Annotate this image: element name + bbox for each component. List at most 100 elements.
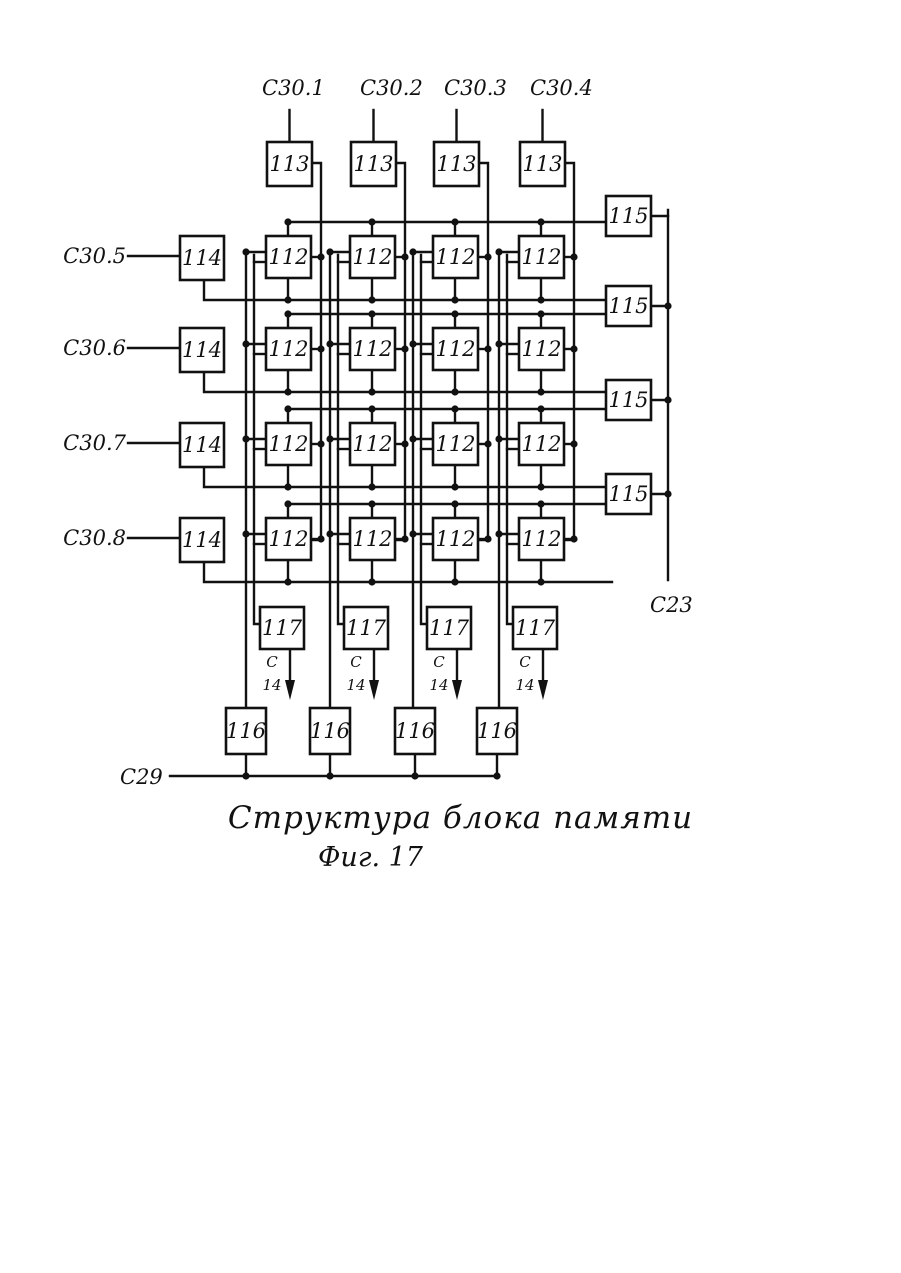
block-112-label: 112 bbox=[352, 432, 392, 456]
junction-dot bbox=[537, 578, 544, 585]
junction-dot bbox=[284, 310, 291, 317]
output-label-c: C bbox=[519, 653, 531, 671]
c29-label: C29 bbox=[120, 765, 163, 789]
junction-dot bbox=[326, 340, 333, 347]
junction-dot bbox=[537, 388, 544, 395]
column-input-label: C30.4 bbox=[530, 76, 593, 100]
block-112-label: 112 bbox=[521, 245, 561, 269]
row-input-label: C30.5 bbox=[63, 244, 126, 268]
junction-dot bbox=[537, 483, 544, 490]
junction-dot bbox=[368, 296, 375, 303]
block-112-label: 112 bbox=[435, 337, 475, 361]
junction-dot bbox=[451, 296, 458, 303]
junction-dot bbox=[570, 440, 577, 447]
junction-dot bbox=[284, 296, 291, 303]
block-112-label: 112 bbox=[435, 245, 475, 269]
junction-dot bbox=[368, 578, 375, 585]
junction-dot bbox=[368, 388, 375, 395]
output-arrow-head bbox=[285, 680, 295, 700]
junction-dot bbox=[317, 535, 324, 542]
junction-dot bbox=[484, 253, 491, 260]
block-113-label: 113 bbox=[269, 152, 309, 176]
junction-dot bbox=[326, 435, 333, 442]
junction-dot bbox=[495, 435, 502, 442]
output-arrow-head bbox=[538, 680, 548, 700]
junction-dot bbox=[368, 500, 375, 507]
block-116-label: 116 bbox=[226, 719, 266, 743]
junction-dot bbox=[409, 530, 416, 537]
junction-dot bbox=[284, 500, 291, 507]
output-label-c: C bbox=[433, 653, 445, 671]
output-label-14: 14 bbox=[346, 676, 365, 694]
junction-dot bbox=[484, 440, 491, 447]
block-112-label: 112 bbox=[352, 245, 392, 269]
junction-dot bbox=[484, 345, 491, 352]
block-112-label: 112 bbox=[352, 527, 392, 551]
junction-dot bbox=[537, 405, 544, 412]
column-input-label: C30.2 bbox=[360, 76, 423, 100]
junction-dot bbox=[368, 405, 375, 412]
junction-dot bbox=[284, 388, 291, 395]
figure-number: Фиг. 17 bbox=[0, 842, 901, 873]
junction-dot bbox=[451, 388, 458, 395]
junction-dot bbox=[326, 248, 333, 255]
block-117-label: 117 bbox=[515, 616, 556, 640]
junction-dot bbox=[284, 483, 291, 490]
block-116-label: 116 bbox=[395, 719, 435, 743]
junction-dot bbox=[570, 535, 577, 542]
junction-dot bbox=[451, 310, 458, 317]
junction-dot bbox=[368, 483, 375, 490]
junction-dot bbox=[409, 435, 416, 442]
row-input-label: C30.8 bbox=[63, 526, 126, 550]
junction-dot bbox=[537, 500, 544, 507]
block-117-label: 117 bbox=[346, 616, 387, 640]
block-117-label: 117 bbox=[429, 616, 470, 640]
junction-dot bbox=[664, 490, 671, 497]
junction-dot bbox=[495, 530, 502, 537]
caption: Структура блока памяти Фиг. 17 bbox=[0, 800, 901, 873]
row-address-bus bbox=[204, 465, 612, 487]
block-112-label: 112 bbox=[352, 337, 392, 361]
output-label-14: 14 bbox=[262, 676, 281, 694]
block-112-label: 112 bbox=[521, 337, 561, 361]
junction-dot bbox=[284, 218, 291, 225]
junction-dot bbox=[451, 405, 458, 412]
junction-dot bbox=[451, 578, 458, 585]
row-input-label: C30.7 bbox=[63, 431, 126, 455]
junction-dot bbox=[284, 578, 291, 585]
junction-dot bbox=[242, 435, 249, 442]
block-112-label: 112 bbox=[521, 432, 561, 456]
block-112-label: 112 bbox=[268, 245, 308, 269]
junction-dot bbox=[409, 248, 416, 255]
output-arrow-head bbox=[369, 680, 379, 700]
block-114-label: 114 bbox=[182, 338, 222, 362]
block-115-label: 115 bbox=[608, 388, 648, 412]
junction-dot bbox=[537, 296, 544, 303]
block-115-label: 115 bbox=[608, 204, 648, 228]
junction-dot bbox=[326, 530, 333, 537]
junction-dot bbox=[451, 500, 458, 507]
block-115-label: 115 bbox=[608, 294, 648, 318]
junction-dot bbox=[484, 535, 491, 542]
output-label-c: C bbox=[350, 653, 362, 671]
block-112-label: 112 bbox=[268, 527, 308, 551]
junction-dot bbox=[242, 248, 249, 255]
block-112-label: 112 bbox=[521, 527, 561, 551]
block-113-label: 113 bbox=[353, 152, 393, 176]
junction-dot bbox=[664, 396, 671, 403]
block-112-label: 112 bbox=[268, 337, 308, 361]
row-address-bus bbox=[204, 560, 612, 582]
junction-dot bbox=[570, 253, 577, 260]
block-112-label: 112 bbox=[435, 527, 475, 551]
block-114-label: 114 bbox=[182, 528, 222, 552]
junction-dot bbox=[493, 772, 500, 779]
junction-dot bbox=[411, 772, 418, 779]
block-114-label: 114 bbox=[182, 246, 222, 270]
junction-dot bbox=[317, 345, 324, 352]
junction-dot bbox=[242, 340, 249, 347]
column-input-label: C30.3 bbox=[444, 76, 507, 100]
junction-dot bbox=[284, 405, 291, 412]
junction-dot bbox=[451, 483, 458, 490]
junction-dot bbox=[495, 340, 502, 347]
